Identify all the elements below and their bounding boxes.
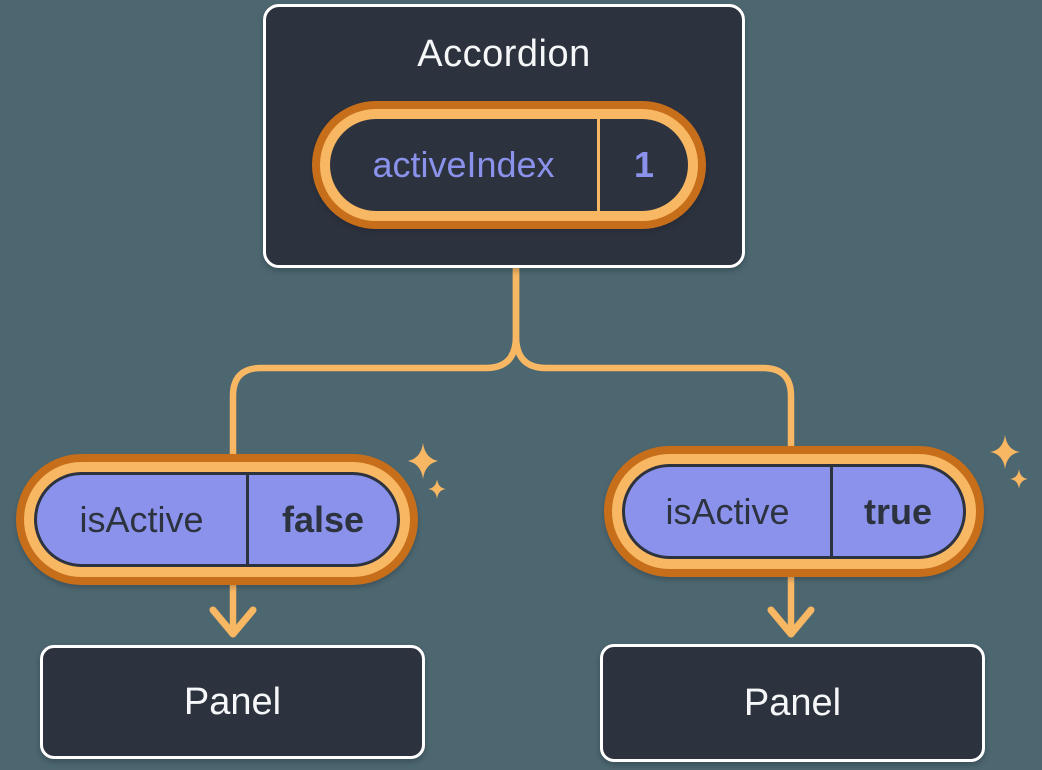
- sparkle-icon: [408, 443, 446, 499]
- pill-divider: [597, 119, 600, 211]
- state-pill-label: activeIndex: [372, 144, 555, 185]
- prop-pill-isactive-true: isActive true: [604, 446, 984, 577]
- prop-pill-label: isActive: [665, 490, 790, 532]
- pill-divider: [246, 475, 249, 564]
- prop-pill-value: true: [863, 490, 932, 532]
- state-pill-value: 1: [633, 144, 655, 185]
- state-pill: activeIndex 1: [312, 101, 706, 229]
- panel-title: Panel: [743, 681, 842, 724]
- arrow-down-icon: [767, 606, 815, 638]
- panel-node-right: Panel: [600, 644, 985, 762]
- prop-pill-value: false: [281, 498, 365, 540]
- prop-pill-isactive-false: isActive false: [16, 454, 418, 585]
- branch-line-right: [512, 262, 795, 632]
- panel-node-left: Panel: [40, 645, 425, 759]
- pill-divider: [830, 467, 833, 556]
- arrow-down-icon: [209, 606, 257, 638]
- prop-pill-label: isActive: [79, 498, 204, 540]
- panel-title: Panel: [183, 680, 282, 723]
- sparkle-icon: [990, 435, 1028, 489]
- node-title: Accordion: [417, 33, 591, 75]
